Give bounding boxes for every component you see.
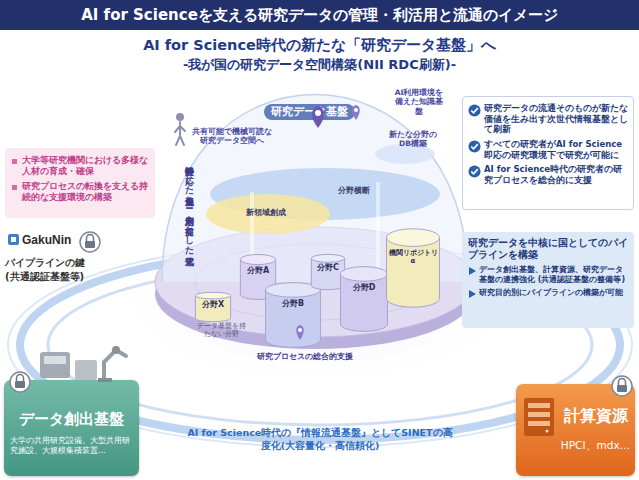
- cylinder-shape: [386, 228, 440, 308]
- box-heading: 計算資源: [560, 406, 631, 427]
- box-body: 大学の共用研究設備、大型共用研究施設、大規模集積装置…: [10, 436, 133, 456]
- dome-caption: AI利用環境を備えた知識基盤: [392, 88, 446, 116]
- cylinder-shape: [340, 266, 388, 332]
- new-field-area: [206, 194, 330, 234]
- field-cylinder: 分野X: [195, 292, 231, 322]
- field-name: 分野D: [340, 283, 388, 292]
- note-box: 大学等研究機関における多様な人材の育成・確保研究プロセスの転換を支える持続的な支…: [5, 148, 155, 218]
- repository-cylinder: 機関リポジトリ α: [386, 228, 440, 308]
- field-name: 分野X: [195, 300, 231, 309]
- cylinder-top: [195, 292, 230, 299]
- side-caption: 分野特性に応じた最適化とAI利活用を前提とした形式化: [183, 160, 194, 290]
- subtitle: -我が国の研究データ空間構築(NII RDC刷新)-: [0, 56, 639, 74]
- cylinder-top: [311, 254, 344, 262]
- area-label: 分野横断: [338, 186, 370, 196]
- platform-title: 研究データ基盤: [264, 104, 355, 120]
- field-cylinder: 分野C: [311, 254, 345, 290]
- bullet-row: 大学等研究機関における多様な人材の育成・確保: [11, 155, 149, 177]
- data-source-box: データ創出基盤大学の共用研究設備、大型共用研究施設、大規模集積装置…: [4, 380, 139, 476]
- goal-text: AI for Science時代の研究者の研究プロセスを総合的に支援: [484, 164, 628, 185]
- check-row: AI for Science時代の研究者の研究プロセスを総合的に支援: [468, 164, 628, 185]
- cylinder-top: [340, 267, 387, 282]
- bullet-mark: [12, 185, 17, 190]
- check-icon: [468, 165, 481, 178]
- dome-glass: [162, 95, 468, 283]
- cylinder-shape: [265, 282, 321, 348]
- person-icon: [175, 113, 185, 145]
- arrow-mark: [469, 267, 476, 275]
- bullet-text: 研究プロセスの転換を支える持続的な支援環境の構築: [22, 181, 149, 203]
- check-circle: [468, 166, 480, 178]
- field-name: 機関リポジトリ α: [386, 249, 440, 265]
- bullet-text: 大学等研究機関における多様な人材の育成・確保: [22, 155, 149, 177]
- check-circle: [468, 140, 480, 152]
- logo-text: GakuNin: [22, 233, 71, 247]
- gakunin-logo-mark: [8, 234, 19, 245]
- process-caption: 研究プロセスの総合的支援: [245, 352, 365, 362]
- goal-text: 研究データの流通そのものが新たな価値を生み出す次世代情報基盤として刷新: [484, 103, 628, 135]
- cylinder-body: [340, 274, 387, 331]
- pipeline-box: 研究データを中核に国としてのパイプラインを構築データ創出基盤、計算資源、研究デー…: [462, 232, 634, 328]
- arrow-mark: [469, 290, 476, 298]
- bullet-row: 研究プロセスの転換を支える持続的な支援環境の構築: [11, 181, 149, 203]
- box-heading: データ創出基盤: [10, 410, 133, 429]
- dome-caption: 共有可能で機械可読な研究データ空間へ: [190, 127, 274, 146]
- field-note: データ基盤を持たない分野: [194, 323, 248, 339]
- subtitle: AI for Science時代の新たな「研究データ基盤」へ: [0, 36, 639, 55]
- arrow-text: データ創出基盤、計算資源、研究データ基盤の連携強化 (共通認証基盤の整備等): [479, 265, 628, 285]
- cylinder-body: [266, 290, 321, 347]
- arrow-row: 研究目的別にパイプラインの構築が可能: [468, 288, 628, 298]
- field-name: 分野B: [265, 299, 321, 308]
- box-body: HPCI、mdx…: [560, 439, 631, 453]
- check-icon: [468, 104, 481, 117]
- title-text: AI for Scienceを支える研究データの管理・利活用と流通のイメージ: [0, 0, 639, 30]
- cylinder-body: [311, 258, 344, 289]
- compute-box: 計算資源 HPCI、mdx…: [516, 384, 635, 476]
- area-label: 新領域創成: [246, 208, 286, 218]
- check-mark: [471, 169, 478, 174]
- arrow-row: データ創出基盤、計算資源、研究データ基盤の連携強化 (共通認証基盤の整備等): [468, 265, 628, 285]
- goal-box: 研究データの流通そのものが新たな価値を生み出す次世代情報基盤として刷新すべての研…: [462, 96, 634, 210]
- arrow-text: 研究目的別にパイプラインの構築が可能: [479, 288, 628, 298]
- light-beam: [376, 182, 380, 272]
- box-heading: 研究データを中核に国としてのパイプラインを構築: [468, 237, 628, 261]
- pipeline-key: パイプラインの鍵 (共通認証基盤等): [5, 256, 97, 283]
- bullet-mark: [12, 159, 17, 164]
- cylinder-top: [387, 229, 440, 247]
- goal-text: すべての研究者がAI for Science即応の研究環境下で研究が可能に: [484, 139, 628, 160]
- dome-caption: 新たな分野のDB構築: [388, 130, 438, 149]
- check-icon: [468, 140, 481, 153]
- field-name: 分野C: [311, 263, 345, 272]
- cylinder-body: [387, 238, 440, 308]
- cylinder-body: [195, 296, 230, 322]
- check-row: すべての研究者がAI for Science即応の研究環境下で研究が可能に: [468, 139, 628, 160]
- network-caption: AI for Science時代の『情報流通基盤』としてSINETの高度化(大容…: [185, 426, 455, 453]
- field-name: 分野A: [240, 266, 276, 275]
- equipment-illustration: [40, 346, 126, 382]
- check-mark: [471, 108, 478, 113]
- field-cylinder: 分野B: [265, 282, 321, 348]
- check-mark: [471, 144, 478, 149]
- lock-icon: [80, 232, 100, 252]
- check-circle: [468, 104, 480, 116]
- cylinder-top: [240, 254, 275, 264]
- field-cylinder: 分野D: [340, 266, 388, 332]
- dome-platform: 研究データ基盤分野X 分野A 分野B 分野C 分野D 機関リポジトリ α: [150, 82, 480, 362]
- check-row: 研究データの流通そのものが新たな価値を生み出す次世代情報基盤として刷新: [468, 103, 628, 135]
